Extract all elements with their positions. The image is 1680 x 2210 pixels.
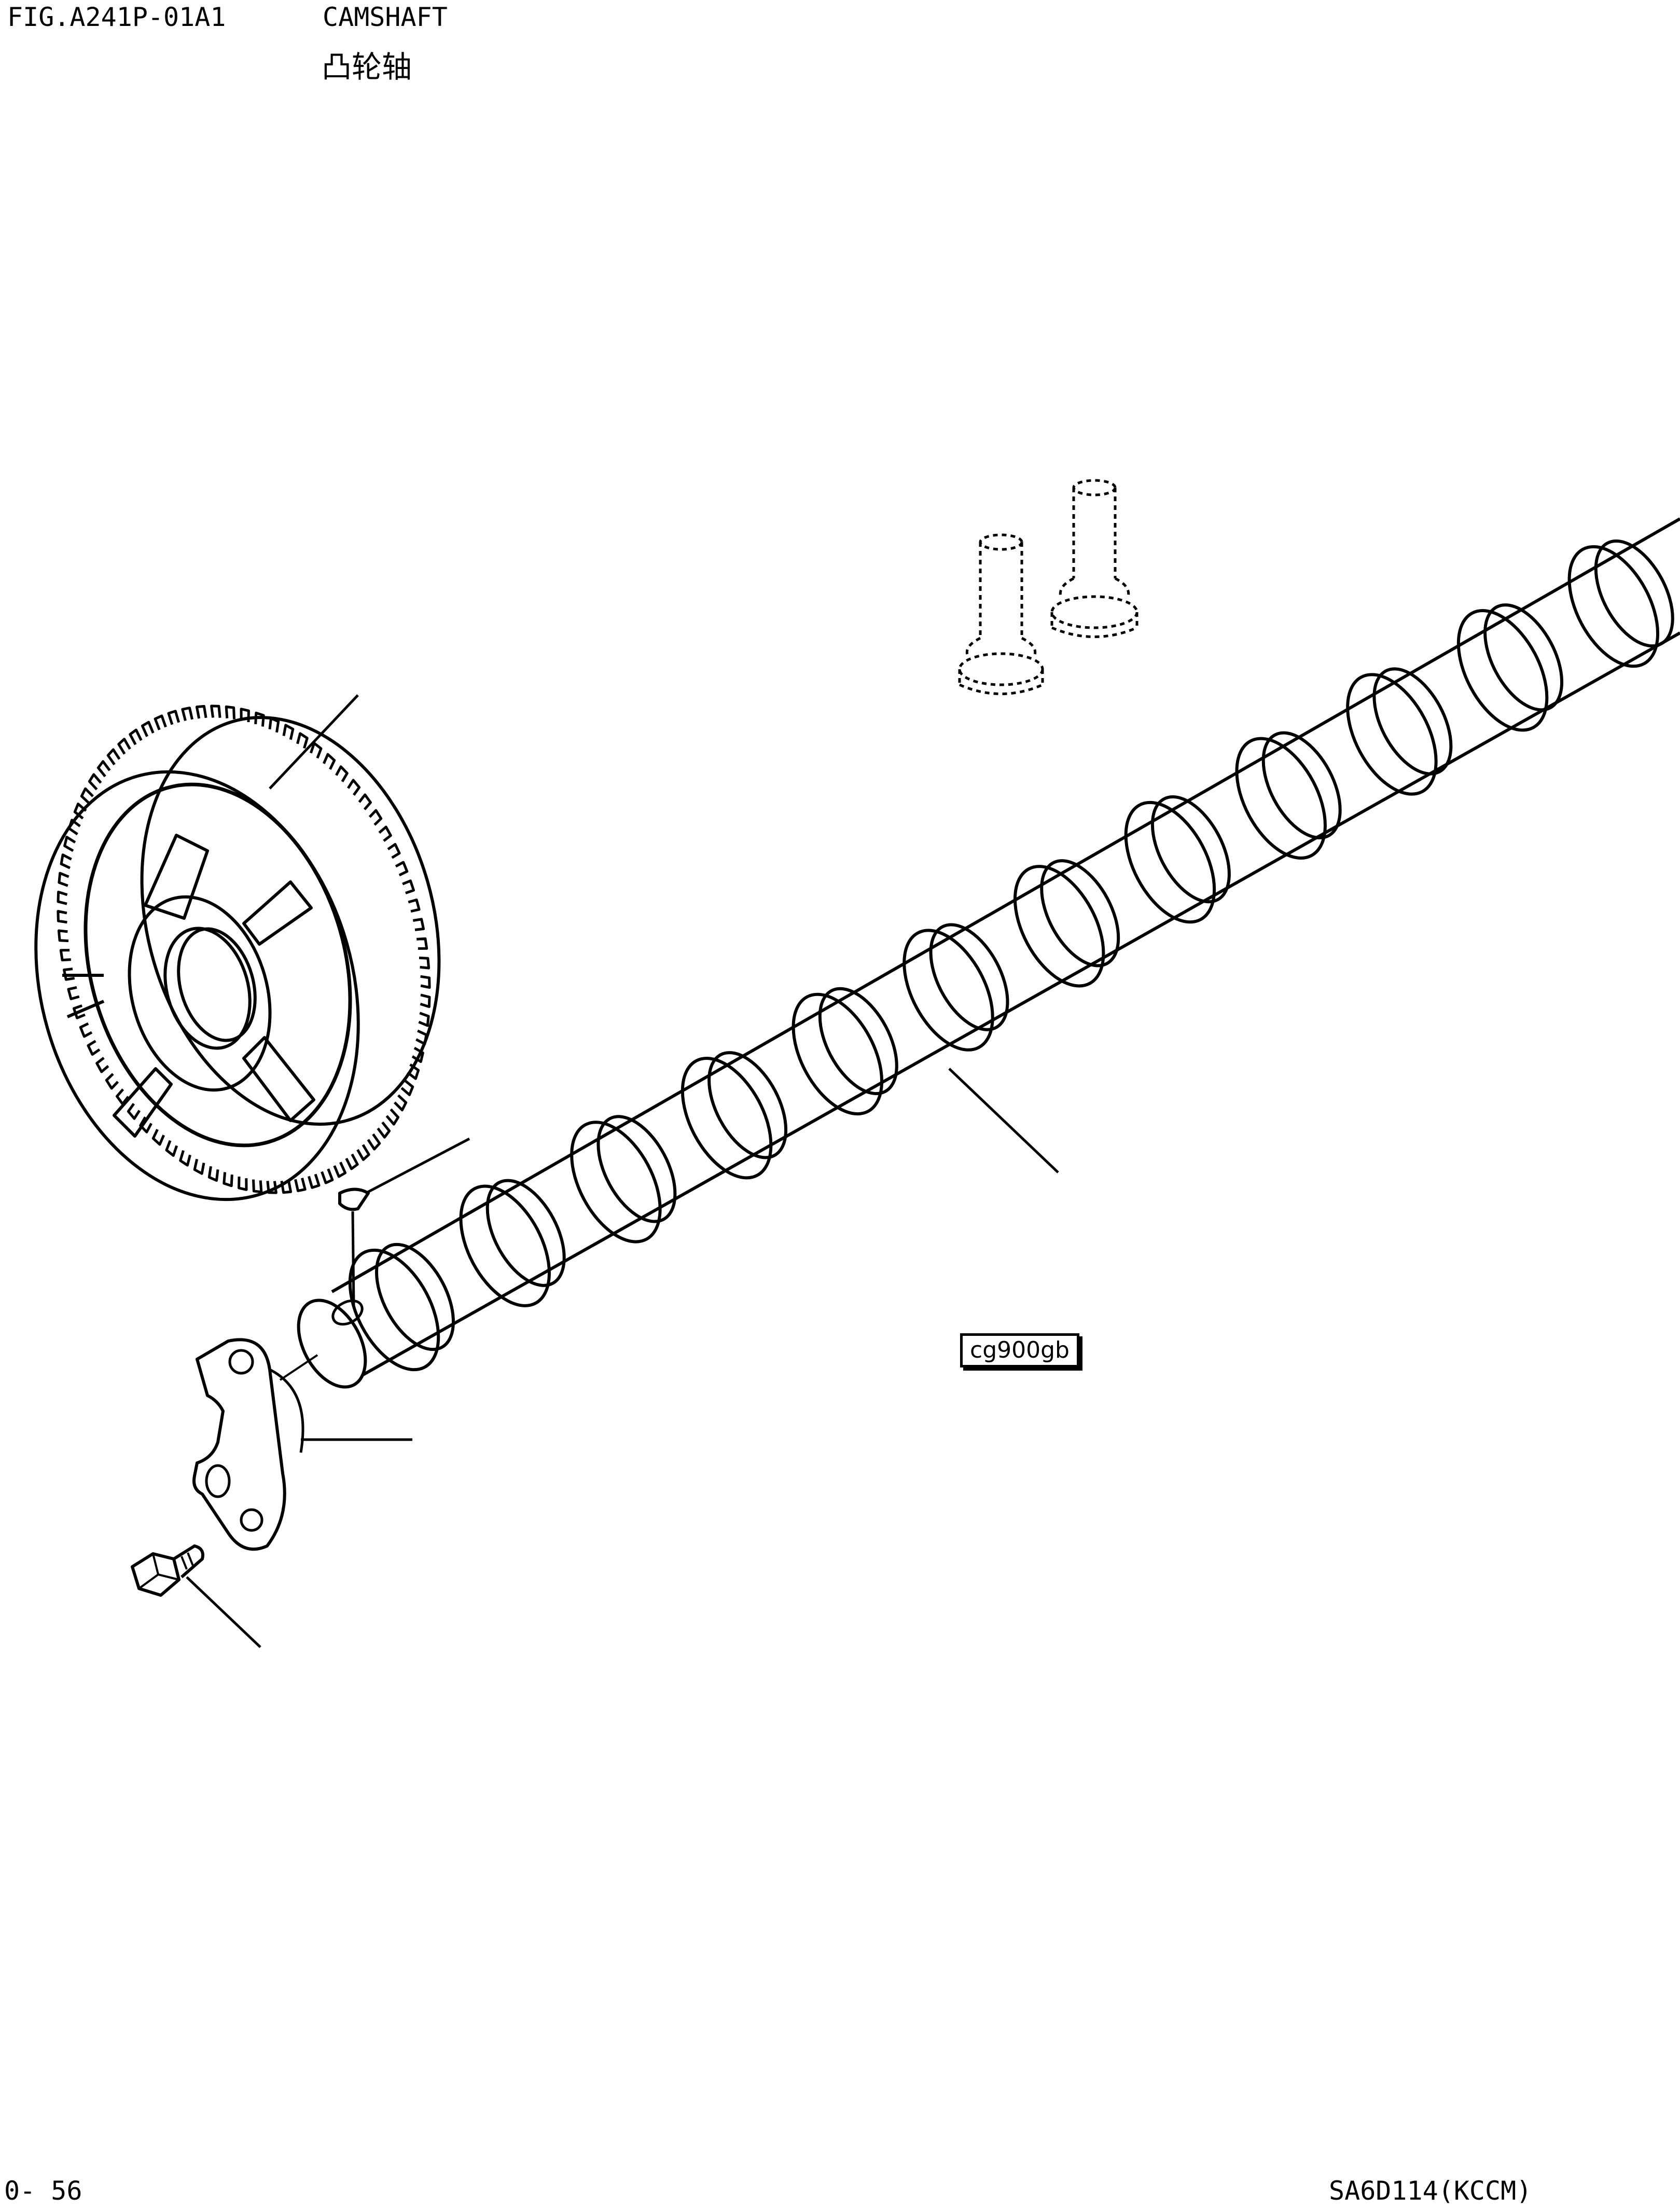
cam-lobe-face <box>929 923 1009 1031</box>
thrust-plate-icon <box>192 1338 318 1551</box>
page-title-chinese: 凸轮轴 <box>322 49 412 85</box>
cam-lobe <box>348 1248 440 1372</box>
cam-lobe-face <box>707 1051 788 1159</box>
cam-lobe-face <box>1150 795 1231 904</box>
cam-lobe-face <box>375 1242 455 1351</box>
cam-lobe <box>459 1184 551 1307</box>
key-icon <box>338 1187 370 1308</box>
camshaft-icon <box>297 517 1680 1389</box>
tappet-icon <box>958 479 1138 695</box>
cam-lobe-face <box>485 1179 566 1287</box>
page-number: 0- 56 <box>4 2176 82 2206</box>
cam-lobe <box>903 929 994 1052</box>
cam-lobe <box>681 1057 773 1180</box>
bolt-icon <box>131 1544 204 1597</box>
cam-lobe <box>1567 545 1660 668</box>
cam-lobe-face <box>1483 603 1564 712</box>
reference-code-label: cg900gb <box>960 1333 1079 1368</box>
model-code: SA6D114(KCCM) <box>1329 2176 1532 2206</box>
cam-lobe <box>792 992 884 1116</box>
cam-lobe <box>570 1121 662 1244</box>
cam-lobe <box>1124 800 1216 924</box>
leader-line-camshaft <box>948 1068 1059 1173</box>
gear-tooth-outline <box>57 705 431 1194</box>
cam-lobe-face <box>596 1115 677 1223</box>
cam-lobe <box>1456 609 1549 732</box>
page-title-english: CAMSHAFT <box>323 2 448 32</box>
cam-lobe <box>1346 673 1438 796</box>
leader-line-gear <box>269 694 359 790</box>
cam-lobe <box>1013 865 1105 988</box>
cam-lobe-face <box>818 987 898 1096</box>
cam-lobe-face <box>1261 731 1342 839</box>
leader-line-bolt <box>186 1576 261 1648</box>
figure-code: FIG.A241P-01A1 <box>7 2 226 32</box>
cam-lobe-face <box>1594 539 1674 648</box>
cam-lobe <box>1235 737 1327 860</box>
leader-line-key <box>365 1137 470 1195</box>
cam-lobe-face <box>1372 667 1453 776</box>
cam-lobe-face <box>1040 859 1120 968</box>
gear-icon <box>34 705 441 1201</box>
